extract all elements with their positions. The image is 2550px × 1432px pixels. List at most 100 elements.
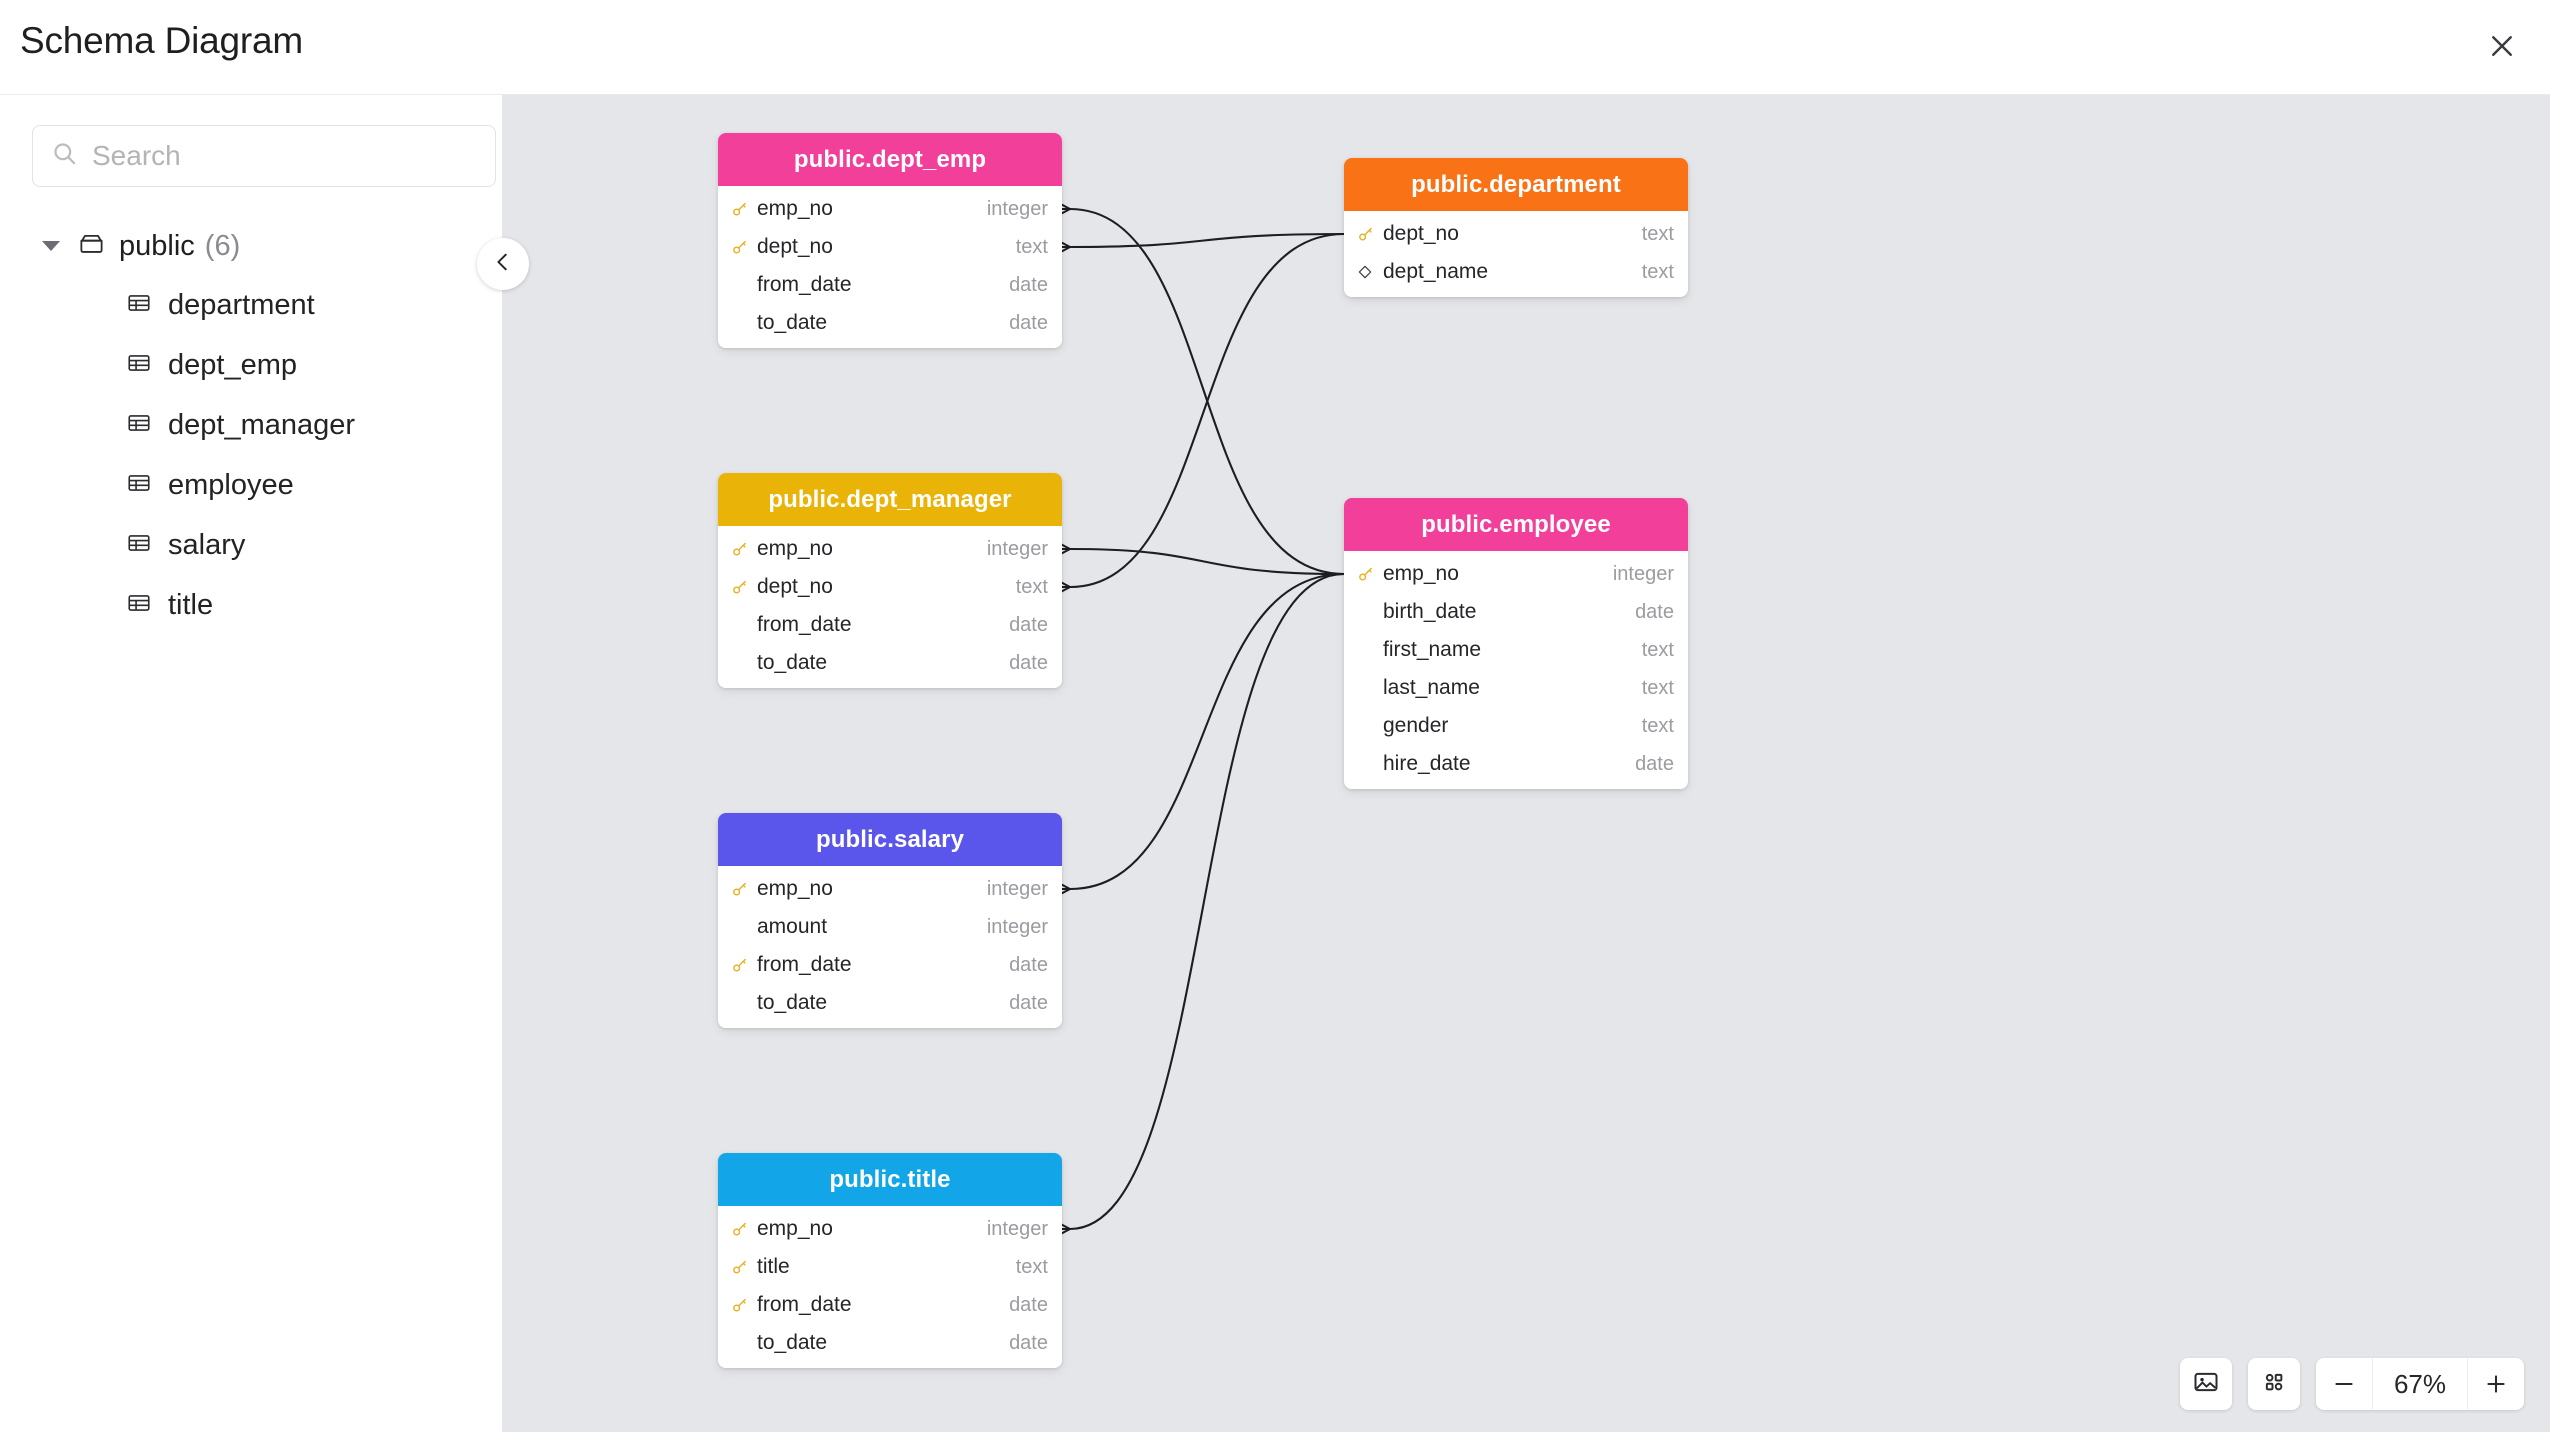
sidebar-item-department[interactable]: department [0, 275, 502, 335]
column-name: emp_no [1383, 562, 1459, 585]
column-name: emp_no [757, 197, 833, 220]
table-icon [126, 410, 152, 441]
column-type: date [1009, 1331, 1048, 1354]
primary-key-icon [1357, 566, 1383, 583]
sidebar-item-title[interactable]: title [0, 575, 502, 635]
sidebar-item-label: dept_manager [168, 408, 356, 441]
sidebar-item-employee[interactable]: employee [0, 455, 502, 515]
sidebar-item-salary[interactable]: salary [0, 515, 502, 575]
primary-key-icon [731, 881, 757, 898]
column-type: text [1015, 235, 1048, 258]
export-image-button[interactable] [2180, 1358, 2232, 1410]
relationship-line [1069, 547, 1345, 576]
grid-icon [2261, 1369, 2287, 1400]
zoom-in-button[interactable] [2468, 1358, 2524, 1410]
zoom-level-label[interactable]: 67% [2372, 1358, 2468, 1410]
schema-count: (6) [204, 229, 241, 262]
table-node-header: public.dept_emp [718, 133, 1062, 186]
column-name: from_date [757, 953, 852, 976]
column-name: birth_date [1383, 600, 1477, 623]
relationship-line [1069, 572, 1345, 891]
zoom-out-button[interactable] [2316, 1358, 2372, 1410]
column-diamond-icon [1357, 264, 1383, 280]
database-icon [78, 230, 105, 262]
column-name: title [757, 1255, 790, 1278]
table-node-header: public.dept_manager [718, 473, 1062, 526]
sidebar-item-label: title [168, 588, 214, 621]
primary-key-icon [731, 239, 757, 256]
sidebar-item-dept_manager[interactable]: dept_manager [0, 395, 502, 455]
column-type: date [1635, 752, 1674, 775]
column-row-birth_date[interactable]: birth_date date [1344, 593, 1688, 631]
column-name: amount [757, 915, 828, 938]
column-type: text [1641, 714, 1674, 737]
column-row-dept_no[interactable]: dept_no text [718, 228, 1062, 266]
auto-layout-button[interactable] [2248, 1358, 2300, 1410]
column-name: dept_name [1383, 260, 1489, 283]
column-name: emp_no [757, 537, 833, 560]
column-row-hire_date[interactable]: hire_date date [1344, 745, 1688, 783]
relationship-line [1069, 572, 1345, 1231]
sidebar-item-label: salary [168, 528, 246, 561]
column-name: hire_date [1383, 752, 1471, 775]
search-icon [51, 140, 78, 172]
close-icon [2487, 31, 2517, 61]
search-input[interactable] [92, 140, 477, 172]
primary-key-icon [731, 541, 757, 558]
close-button[interactable] [2472, 16, 2532, 76]
column-type: date [1009, 651, 1048, 674]
column-type: integer [986, 1217, 1048, 1240]
canvas-toolbar: 67% [2180, 1358, 2524, 1410]
zoom-controls: 67% [2316, 1358, 2524, 1410]
column-name: dept_no [757, 235, 833, 258]
sidebar-item-dept_emp[interactable]: dept_emp [0, 335, 502, 395]
column-type: date [1009, 273, 1048, 296]
column-type: text [1641, 638, 1674, 661]
primary-key-icon [731, 1221, 757, 1238]
caret-down-icon[interactable] [42, 241, 60, 251]
column-name: to_date [757, 991, 828, 1014]
search-box[interactable] [32, 125, 496, 187]
primary-key-icon [731, 1297, 757, 1314]
primary-key-icon [731, 1259, 757, 1276]
tree-schema-public[interactable]: public (6) [0, 217, 502, 275]
sidebar-collapse-button[interactable] [477, 238, 529, 290]
column-type: text [1641, 222, 1674, 245]
app-header: Schema Diagram [0, 0, 2550, 95]
image-icon [2192, 1368, 2220, 1401]
table-icon [126, 470, 152, 501]
column-type: date [1635, 600, 1674, 623]
